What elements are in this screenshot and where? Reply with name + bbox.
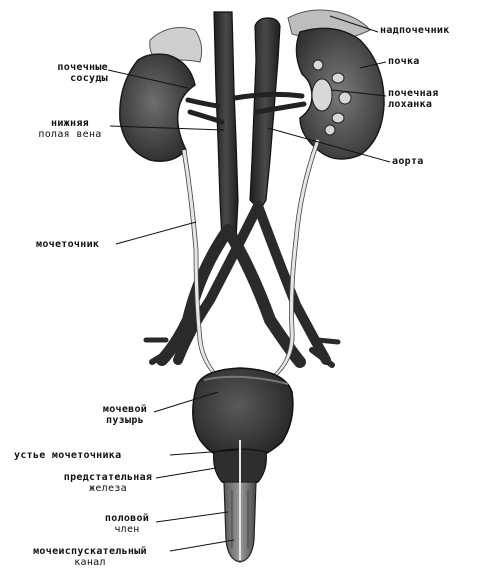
- label-urethra-line1: мочеиспускательный: [8, 546, 172, 557]
- label-renal-vessels-line2: сосуды: [30, 73, 108, 84]
- label-prostate-line1: предстательная: [58, 472, 158, 483]
- label-renal-pelvis: почечная лоханка: [388, 88, 439, 110]
- label-aorta: аорта: [392, 156, 424, 167]
- label-bladder: мочевой пузырь: [96, 404, 154, 426]
- iliac-vessels: [146, 206, 338, 365]
- label-prostate-line2: железа: [58, 483, 158, 494]
- label-penis-line1: половой: [98, 513, 156, 524]
- left-kidney: [120, 54, 195, 161]
- label-kidney: почка: [388, 56, 420, 67]
- label-prostate: предстательная железа: [58, 472, 158, 494]
- label-renal-pelvis-line1: почечная: [388, 88, 439, 99]
- label-urethra-line2: канал: [8, 557, 172, 568]
- label-ureter-orifice: устье мочеточника: [14, 450, 121, 461]
- label-urethra: мочеиспускательный канал: [8, 546, 172, 568]
- label-adrenal: надпочечник: [380, 25, 450, 36]
- inferior-vena-cava: [214, 12, 238, 240]
- label-renal-pelvis-line2: лоханка: [388, 99, 439, 110]
- label-vena-cava-line1: нижняя: [30, 118, 110, 129]
- label-renal-vessels-line1: почечные: [30, 62, 108, 73]
- label-bladder-line2: пузырь: [96, 415, 154, 426]
- label-penis: половой член: [98, 513, 156, 535]
- label-renal-vessels: почечные сосуды: [30, 62, 108, 84]
- label-ureter: мочеточник: [36, 239, 99, 250]
- label-bladder-line1: мочевой: [96, 404, 154, 415]
- label-vena-cava-line2: полая вена: [30, 129, 110, 140]
- label-vena-cava: нижняя полая вена: [30, 118, 110, 140]
- renal-vessels: [188, 94, 304, 122]
- label-penis-line2: член: [98, 524, 156, 535]
